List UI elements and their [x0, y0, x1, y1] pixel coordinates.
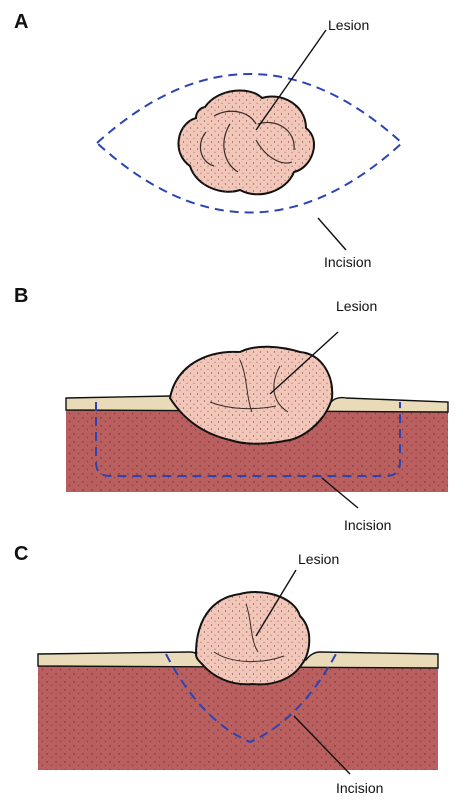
incision-label-c: Incision — [336, 780, 383, 796]
panel-b: B Lesion Incision — [14, 285, 448, 533]
panel-letter-a: A — [14, 11, 28, 33]
lesion-label-b: Lesion — [336, 298, 377, 314]
lesion-section-c — [196, 592, 309, 684]
panel-c: C Lesion Incision — [14, 543, 438, 796]
panel-letter-c: C — [14, 543, 28, 565]
panel-letter-b: B — [14, 285, 28, 307]
lesion-label-c: Lesion — [298, 551, 339, 567]
incision-leader-a — [318, 218, 346, 250]
lesion-top-view — [179, 91, 315, 195]
panel-a: A Lesion Incision — [14, 11, 402, 270]
incision-label-a: Incision — [324, 254, 371, 270]
incision-label-b: Incision — [344, 517, 391, 533]
lesion-label-a: Lesion — [328, 17, 369, 33]
